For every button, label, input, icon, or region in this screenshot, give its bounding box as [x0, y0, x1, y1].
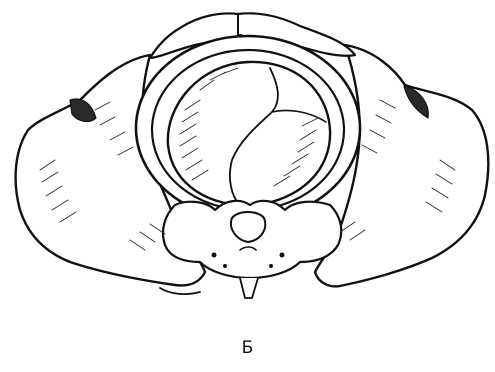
pelvis-fetal-head-illustration: [0, 0, 495, 310]
figure-label: Б: [0, 338, 495, 358]
coccyx: [240, 278, 258, 298]
